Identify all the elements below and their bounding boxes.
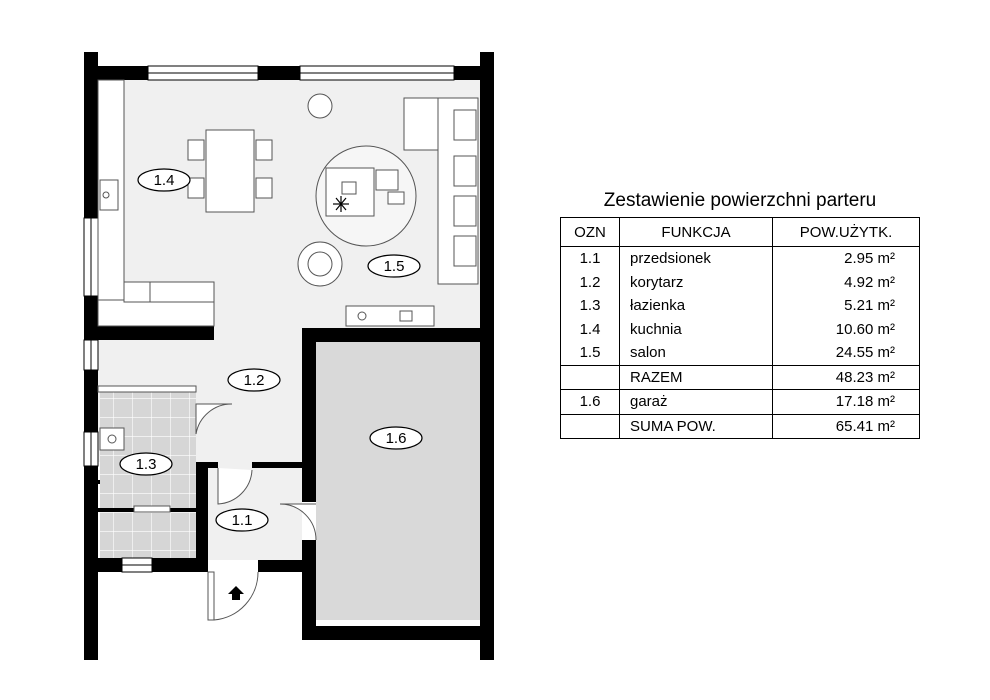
entrance-arrow-icon [228,586,244,600]
svg-text:1.6: 1.6 [386,430,407,447]
cell-funkcja: salon [619,341,773,365]
cell-ozn: 1.2 [560,270,620,294]
walls [84,52,494,660]
cell-ozn: 1.1 [560,246,620,271]
cell-ozn: 1.5 [560,341,620,365]
garage-floor [316,342,480,620]
cell-funkcja: RAZEM [619,364,773,390]
cell-pow: 65.41 m² [772,413,920,439]
cell-funkcja: przedsionek [619,246,773,271]
table-row: 1.3 łazienka 5.21 m² [560,294,920,318]
cell-pow: 10.60 m² [772,317,920,341]
cell-ozn: 1.3 [560,294,620,318]
cell-pow: 4.92 m² [772,270,920,294]
cell-pow: 48.23 m² [772,364,920,390]
cell-funkcja: korytarz [619,270,773,294]
table-title: Zestawienie powierzchni parteru [603,190,877,211]
cell-pow: 17.18 m² [772,389,920,414]
header-funkcja: FUNKCJA [619,217,773,247]
cell-funkcja: kuchnia [619,317,773,341]
svg-text:1.3: 1.3 [136,456,157,473]
table-row-razem: RAZEM 48.23 m² [560,364,920,390]
cell-funkcja: garaż [619,389,773,414]
plant-icon [333,196,349,212]
table-row: 1.4 kuchnia 10.60 m² [560,317,920,341]
header-ozn: OZN [560,217,620,247]
area-table: OZN FUNKCJA POW.UŻYTK. 1.1 przedsionek 2… [560,217,920,439]
room-label-1-3: 1.3 [119,452,173,476]
dining-table [187,129,273,213]
table-row: 1.6 garaż 17.18 m² [560,389,920,414]
armchair [297,241,343,287]
floor-lamp [307,93,333,119]
cell-pow: 24.55 m² [772,341,920,365]
cell-pow: 2.95 m² [772,246,920,271]
floor-plan: 1.4 1.5 1.2 1.6 1.3 1.1 [83,52,494,660]
room-label-1-6: 1.6 [369,426,423,450]
bathroom-door-frame [97,385,197,513]
table-header-row: OZN FUNKCJA POW.UŻYTK. [560,217,920,247]
room-label-1-2: 1.2 [227,368,281,392]
cell-ozn [560,364,620,390]
coffee-table [325,167,405,217]
sideboard [345,305,435,327]
table-row: 1.1 przedsionek 2.95 m² [560,246,920,271]
room-label-1-1: 1.1 [215,508,269,532]
room-label-1-5: 1.5 [367,254,421,278]
cell-ozn [560,413,620,439]
svg-text:1.5: 1.5 [384,258,405,275]
svg-text:1.4: 1.4 [154,172,175,189]
svg-text:1.1: 1.1 [232,512,253,529]
table-row: 1.2 korytarz 4.92 m² [560,270,920,294]
kitchen-counter [97,79,215,327]
svg-text:1.2: 1.2 [244,372,265,389]
washbasin [99,427,125,451]
cell-ozn: 1.6 [560,389,620,414]
header-pow: POW.UŻYTK. [772,217,920,247]
sofa [403,97,479,285]
cell-pow: 5.21 m² [772,294,920,318]
area-summary: Zestawienie powierzchni parteru OZN FUNK… [560,190,920,439]
room-label-1-4: 1.4 [137,168,191,192]
table-row-suma: SUMA POW. 65.41 m² [560,413,920,439]
cell-funkcja: SUMA POW. [619,413,773,439]
cell-funkcja: łazienka [619,294,773,318]
table-row: 1.5 salon 24.55 m² [560,341,920,365]
cell-ozn: 1.4 [560,317,620,341]
